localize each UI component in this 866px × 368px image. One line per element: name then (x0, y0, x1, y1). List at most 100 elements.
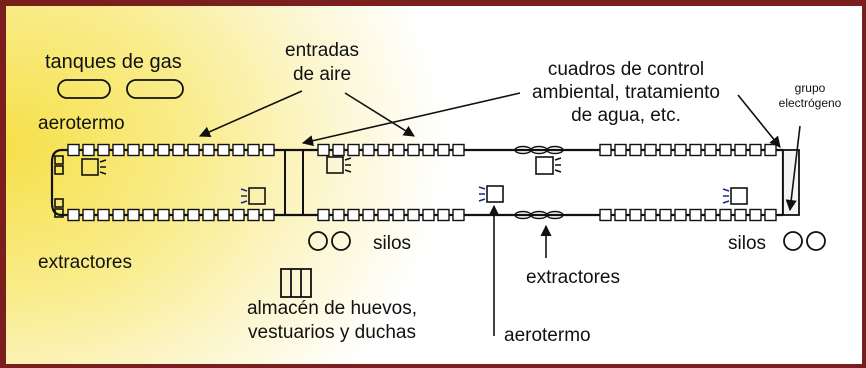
feeder-cell (157, 143, 170, 157)
gas-tank (57, 79, 111, 99)
feeder-cell (262, 208, 275, 222)
feeder-cell (202, 208, 215, 222)
heater-icon (478, 185, 504, 203)
feeder-cell (172, 208, 185, 222)
feeder-cell (67, 208, 80, 222)
egg-storage-icon (280, 268, 312, 298)
feeder-cell (317, 143, 330, 157)
feeder-cell (704, 208, 717, 222)
feeder-cell (347, 208, 360, 222)
feeder-cell (614, 208, 627, 222)
silo-pair (783, 231, 826, 251)
feeder-cell (142, 208, 155, 222)
feeder-cell (377, 143, 390, 157)
feeder-cell (82, 208, 95, 222)
label-control-2: ambiental, tratamiento (532, 82, 720, 103)
heater-icon (326, 156, 352, 174)
feeder-cell (749, 208, 762, 222)
feeder-cell (317, 208, 330, 222)
feeder-cell (217, 208, 230, 222)
feeder-cell (437, 143, 450, 157)
feeder-cell (719, 208, 732, 222)
feeder-cell (644, 143, 657, 157)
wall-extractor (54, 155, 64, 218)
heater-icon (81, 158, 107, 176)
label-silos-mid: silos (373, 233, 411, 254)
feeder-cell (689, 143, 702, 157)
feeder-cell (629, 208, 642, 222)
feeder-cell (377, 208, 390, 222)
feeder-cell (332, 208, 345, 222)
label-air-inlets-2: de aire (293, 64, 351, 85)
feeder-cell (614, 143, 627, 157)
feeder-cell (202, 143, 215, 157)
feeder-cell (247, 208, 260, 222)
feeder-cell (407, 208, 420, 222)
feeder-cell (764, 143, 777, 157)
feeder-cell (362, 208, 375, 222)
egg-room-divider (284, 149, 304, 216)
label-control-3: de agua, etc. (571, 105, 681, 126)
feeder-cell (659, 143, 672, 157)
feeder-row-top (67, 143, 777, 157)
feeder-cell (127, 143, 140, 157)
feeder-cell (187, 208, 200, 222)
feeder-cell (437, 208, 450, 222)
feeder-row-bottom (67, 208, 777, 222)
label-aerotermo-left: aerotermo (38, 113, 125, 134)
label-egg-storage-1: almacén de huevos, (247, 298, 417, 319)
feeder-cell (172, 143, 185, 157)
feeder-cell (392, 208, 405, 222)
feeder-cell (734, 143, 747, 157)
feeder-cell (332, 143, 345, 157)
feeder-cell (659, 208, 672, 222)
feeder-cell (452, 143, 465, 157)
feeder-cell (704, 143, 717, 157)
feeder-cell (599, 143, 612, 157)
feeder-cell (347, 143, 360, 157)
feeder-cell (217, 143, 230, 157)
feeder-cell (629, 143, 642, 157)
feeder-cell (599, 208, 612, 222)
label-extractores-mid: extractores (526, 267, 620, 288)
feeder-cell (734, 208, 747, 222)
feeder-cell (422, 208, 435, 222)
feeder-cell (452, 208, 465, 222)
feeder-cell (674, 208, 687, 222)
feeder-cell (262, 143, 275, 157)
silo-pair (308, 231, 351, 251)
feeder-cell (422, 143, 435, 157)
feeder-cell (232, 208, 245, 222)
feeder-cell (764, 208, 777, 222)
building-outline (50, 148, 785, 217)
label-air-inlets-1: entradas (285, 40, 359, 61)
feeder-cell (247, 143, 260, 157)
label-egg-storage-2: vestuarios y duchas (248, 322, 416, 343)
label-generator-1: grupo (795, 81, 826, 95)
gas-tank (126, 79, 184, 99)
feeder-cell (127, 208, 140, 222)
feeder-cell (97, 208, 110, 222)
feeder-cell (644, 208, 657, 222)
feeder-cell (392, 143, 405, 157)
label-aerotermo-bottom: aerotermo (504, 325, 591, 346)
heater-icon (240, 187, 266, 205)
heater-icon (535, 156, 562, 175)
feeder-cell (749, 143, 762, 157)
feeder-cell (674, 143, 687, 157)
feeder-cell (157, 208, 170, 222)
feeder-cell (142, 143, 155, 157)
feeder-cell (112, 208, 125, 222)
feeder-cell (362, 143, 375, 157)
feeder-cell (719, 143, 732, 157)
feeder-cell (97, 143, 110, 157)
feeder-cell (112, 143, 125, 157)
extractor-ovals (514, 145, 564, 220)
label-control-1: cuadros de control (548, 59, 704, 80)
label-gas-tanks: tanques de gas (45, 51, 182, 73)
heater-icon (722, 187, 748, 205)
feeder-cell (407, 143, 420, 157)
feeder-cell (67, 143, 80, 157)
